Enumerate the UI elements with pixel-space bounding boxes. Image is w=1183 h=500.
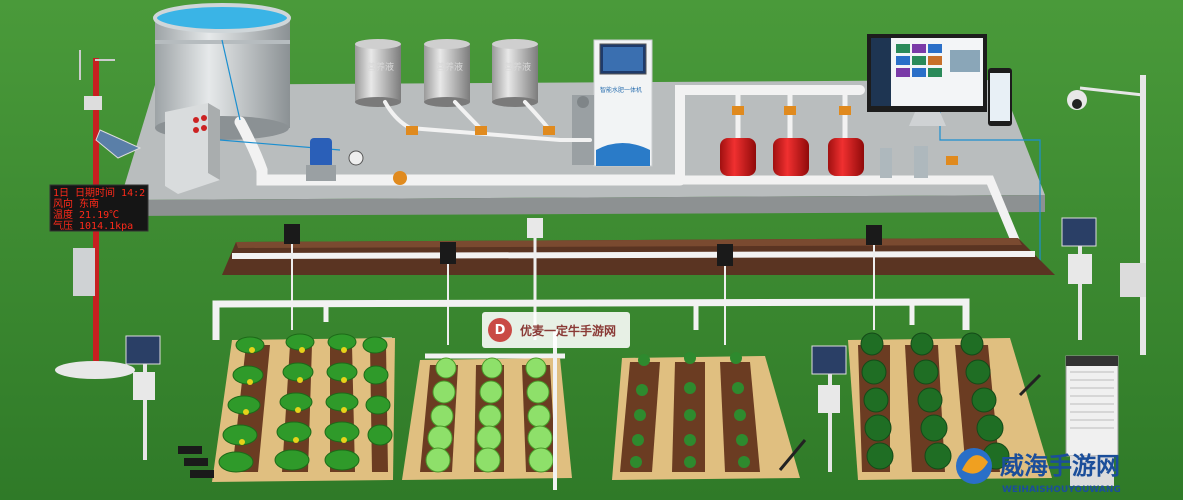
site-badge: D 优麦一定牛手游网 (482, 312, 630, 348)
nutrient-tanks: 营养液 营养液 营养液 (355, 39, 538, 107)
watermark: 威海手游网 WEIHAISHOUYOUWANG (956, 448, 1121, 495)
fertigation-controller: 智能水肥一体机 (572, 39, 653, 167)
field-plot-shrubs (848, 332, 1052, 480)
tank-label-2: 营养液 (436, 61, 463, 73)
valves (406, 106, 958, 165)
nutrient-tank-2: 营养液 (424, 39, 470, 107)
controller-label: 智能水肥一体机 (600, 86, 642, 94)
weather-line-1: 1日 日期时间 14:2 (53, 186, 145, 199)
nutrient-tank-1: 营养液 (355, 39, 401, 107)
field-plot-banana (212, 333, 395, 482)
buried-main-line (222, 238, 1055, 275)
sand-filters (720, 138, 928, 178)
watermark-title: 威海手游网 (1000, 452, 1120, 480)
camera-pole (1067, 75, 1146, 355)
tank-label-3: 营养液 (504, 61, 531, 73)
tank-label-1: 营养液 (367, 61, 394, 73)
badge-text: 优麦一定牛手游网 (520, 323, 617, 338)
water-pump (306, 138, 407, 185)
weather-line-3: 温度 21.19℃ (53, 208, 119, 221)
monitoring-computer (867, 34, 1012, 126)
weather-line-2: 风向 东南 (53, 197, 99, 210)
weather-line-4: 气压 1014.1kpa (53, 219, 133, 232)
control-cabinet (165, 103, 220, 194)
field-plot-seedlings (612, 352, 800, 480)
badge-logo-icon: D (488, 318, 512, 342)
field-sensor-stations (125, 217, 1097, 490)
watermark-subtitle: WEIHAISHOUYOUWANG (1002, 485, 1121, 495)
field-plot-cabbage (402, 357, 572, 480)
instrument-shelter (1065, 355, 1119, 486)
weather-station: 1日 日期时间 14:2 风向 东南 温度 21.19℃ 气压 1014.1kp… (49, 50, 149, 379)
nutrient-tank-3: 营养液 (492, 39, 538, 107)
